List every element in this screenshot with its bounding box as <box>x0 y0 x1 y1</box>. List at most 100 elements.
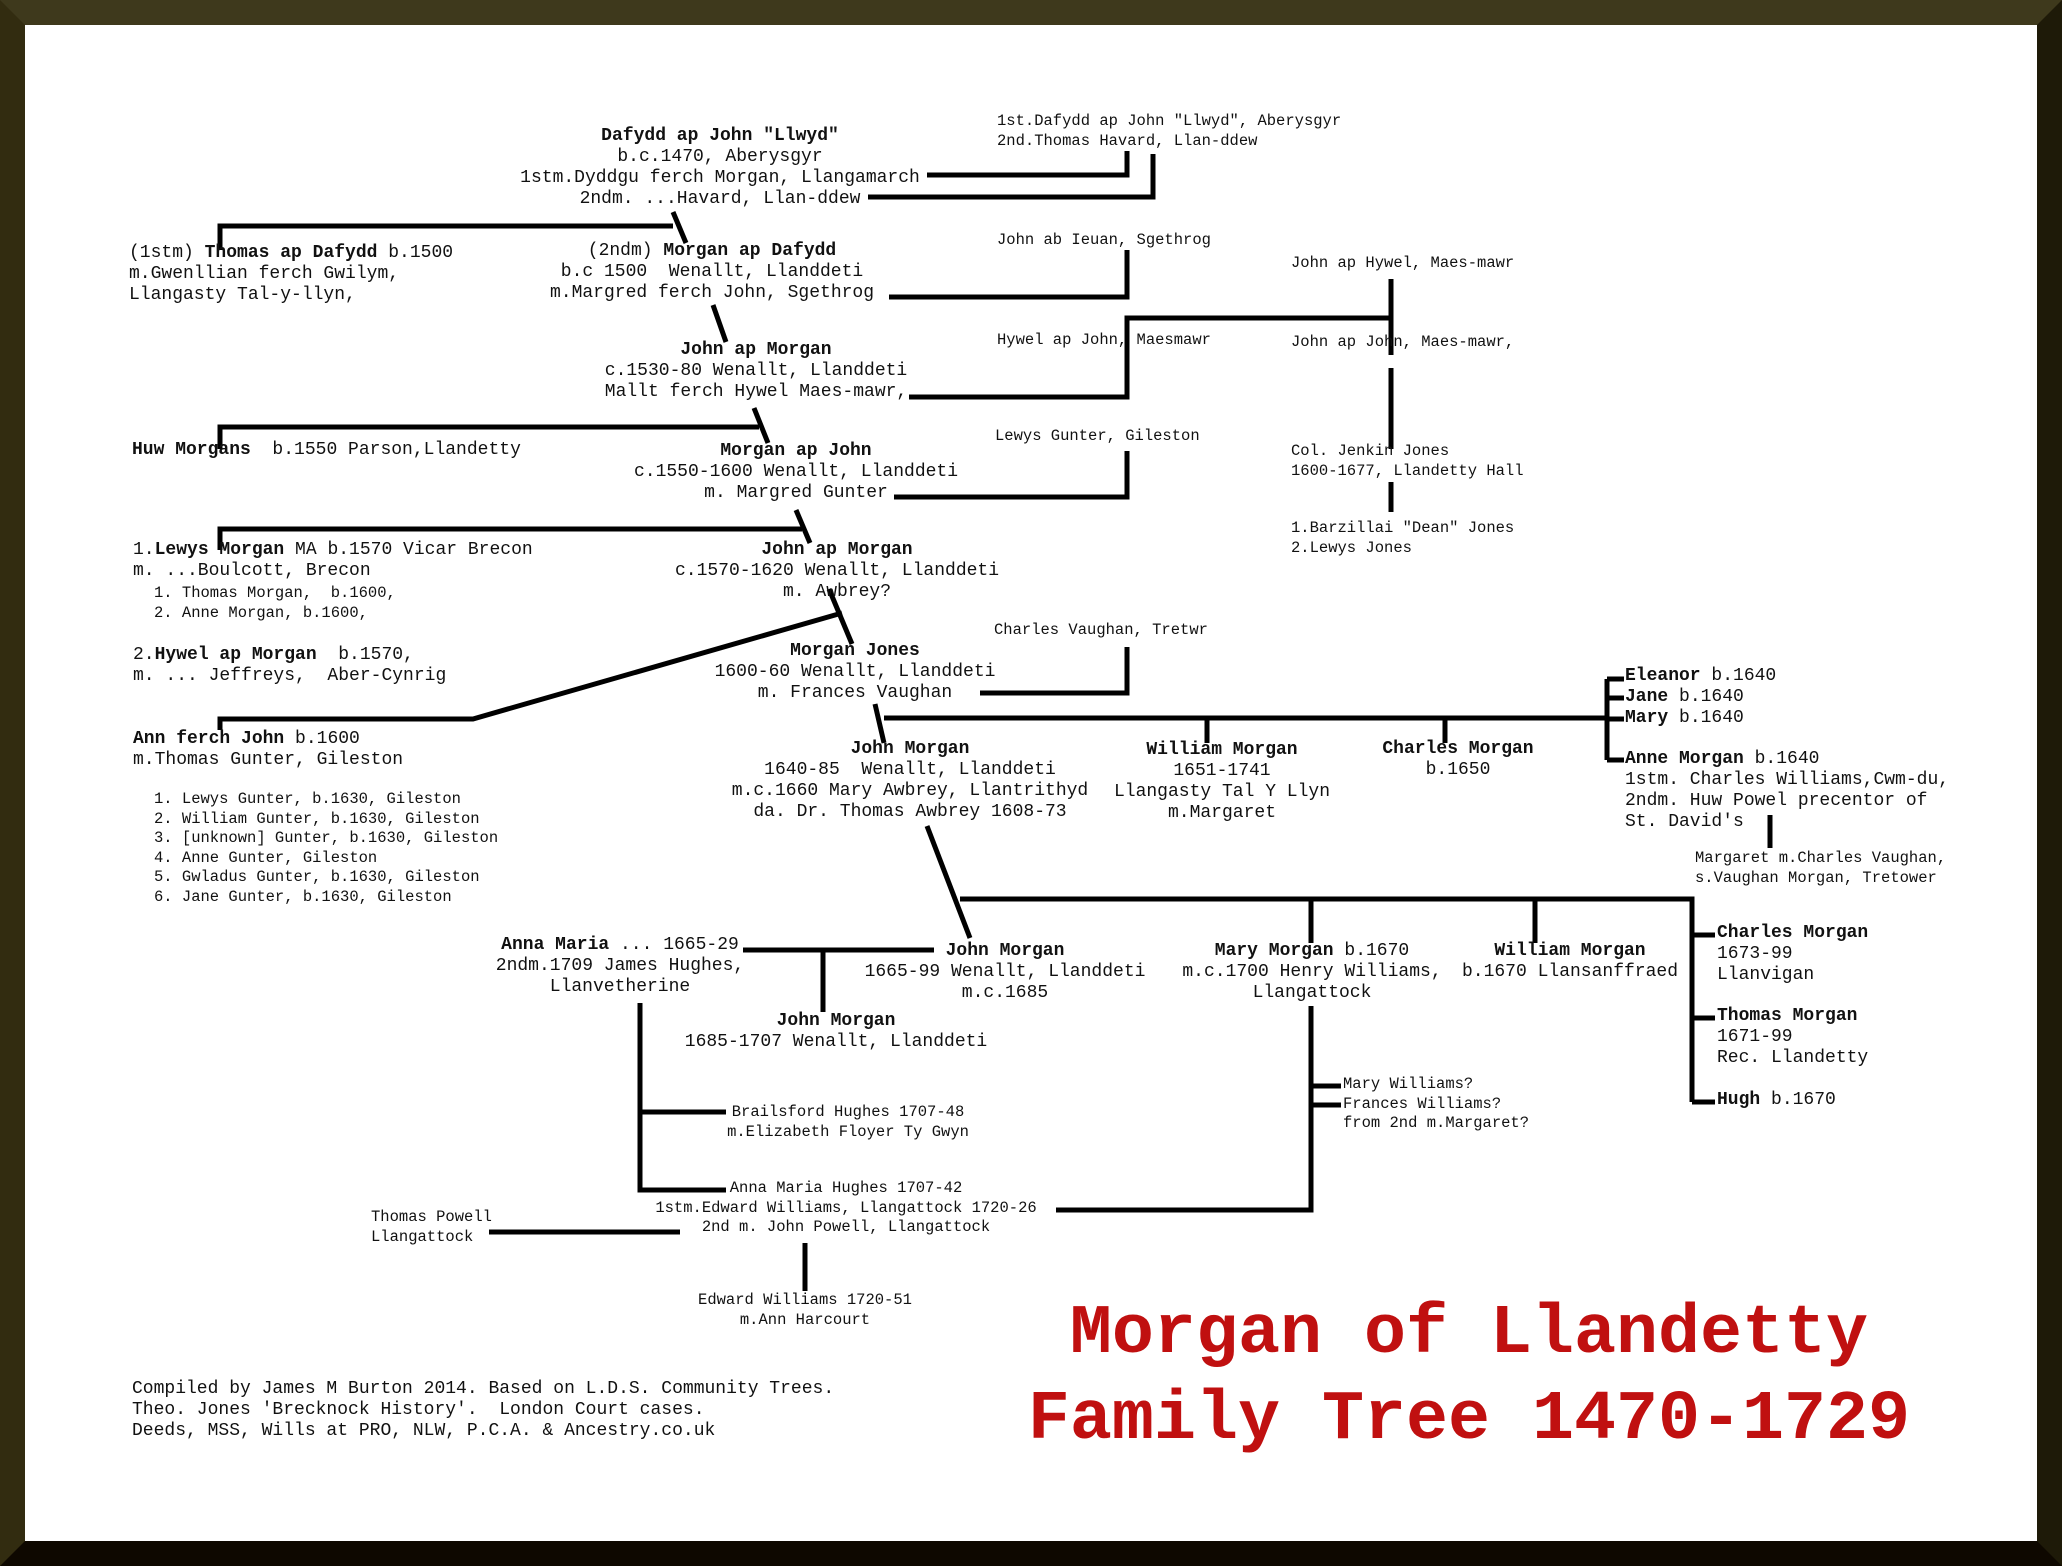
person-margaret-vaughan: Margaret m.Charles Vaughan,s.Vaughan Mor… <box>1695 849 1946 888</box>
connector-line <box>894 451 1130 500</box>
person-detail: m.c.1685 <box>961 983 1049 1003</box>
person-detail: 1673-99 <box>1717 944 1793 964</box>
person-name: John Morgan <box>945 941 1065 961</box>
person-name-line: William Morgan <box>1462 941 1678 962</box>
person-name: 1st.Dafydd ap John "Llwyd", Aberysgyr <box>997 112 1342 130</box>
person-detail: m.Gwenllian ferch Gwilym, <box>129 264 400 284</box>
person-name-line: Hugh b.1670 <box>1717 1090 1836 1111</box>
person-name: Mary <box>1625 708 1669 728</box>
person-lewys-gunter: Lewys Gunter, Gileston <box>995 427 1200 447</box>
connector-line <box>217 424 759 449</box>
connector-line <box>710 304 729 343</box>
title-line-2: Family Tree 1470-1729 <box>1027 1381 1911 1460</box>
person-name-line: Anna Maria ... 1665-29 <box>496 935 744 956</box>
person-note: b.1640 <box>1743 749 1820 769</box>
person-name-line: Charles Morgan <box>1717 923 1868 944</box>
person-john-ap-hywel: John ap Hywel, Maes-mawr <box>1291 254 1514 274</box>
connector-line <box>927 151 1130 178</box>
person-detail: 1stm.Edward Williams, Llangattock 1720-2… <box>655 1198 1037 1217</box>
person-detail: 1stm. Charles Williams,Cwm-du, <box>1625 770 1950 790</box>
person-name: Col. Jenkin Jones <box>1291 442 1450 460</box>
person-detail: from 2nd m.Margaret? <box>1343 1114 1530 1132</box>
person-detail: s.Vaughan Morgan, Tretower <box>1695 868 1937 887</box>
person-note: b.1550 Parson,Llandetty <box>250 440 521 460</box>
person-hugh: Hugh b.1670 <box>1717 1090 1836 1111</box>
person-name-line: Morgan ap John <box>634 441 958 462</box>
person-note: b.1640 <box>1668 708 1744 728</box>
person-detail: b.c 1500 Wenallt, Llanddeti <box>560 262 864 282</box>
person-dafydd-ap-john: Dafydd ap John "Llwyd"b.c.1470, Aberysgy… <box>520 126 920 210</box>
person-detail: Llangasty Tal-y-llyn, <box>129 285 356 305</box>
person-detail: 1665-99 Wenallt, Llanddeti <box>864 962 1146 982</box>
person-detail: Llanvigan <box>1717 965 1815 985</box>
person-name: Lewys Gunter, Gileston <box>995 427 1200 445</box>
connector-line <box>872 703 887 744</box>
connector-line <box>217 610 843 730</box>
person-detail: m.Thomas Gunter, Gileston <box>133 750 404 770</box>
person-name-line: William Morgan <box>1114 740 1330 761</box>
person-mary: Mary b.1640 <box>1625 708 1744 729</box>
person-williams-children: Mary Williams?Frances Williams?from 2nd … <box>1343 1075 1529 1134</box>
person-detail: Llangattock <box>1252 983 1372 1003</box>
person-note: ... 1665-29 <box>609 935 739 955</box>
person-name: John Morgan <box>776 1011 896 1031</box>
connector-line <box>980 647 1130 696</box>
person-detail: 2ndm.1709 James Hughes, <box>495 956 745 976</box>
person-huw-morgans: Huw Morgans b.1550 Parson,Llandetty <box>132 440 521 461</box>
person-detail: Llangasty Tal Y Llyn <box>1113 782 1331 802</box>
person-name-line: Thomas Morgan <box>1717 1006 1868 1027</box>
person-name: Edward Williams 1720-51 <box>698 1291 912 1309</box>
person-lewys-children: 1. Thomas Morgan, b.1600,2. Anne Morgan,… <box>154 584 396 623</box>
person-name: Ann ferch John <box>133 729 285 749</box>
person-name: Hywel ap Morgan <box>154 645 317 665</box>
person-detail: St. David's <box>1625 812 1744 832</box>
person-note: b.1500 <box>377 243 454 263</box>
person-detail: m. ...Boulcott, Brecon <box>133 561 371 581</box>
person-detail: m. Frances Vaughan <box>757 683 953 703</box>
person-detail: m.c.1660 Mary Awbrey, Llantrithyd <box>731 781 1089 801</box>
person-name-line: John Morgan <box>865 941 1146 962</box>
person-detail: 1stm.Dyddgu ferch Morgan, Llangamarch <box>520 168 920 188</box>
person-detail: m. Awbrey? <box>782 582 892 602</box>
person-detail: 1600-1677, Llandetty Hall <box>1291 461 1524 480</box>
person-name: 1. Thomas Morgan, b.1600, <box>154 584 396 602</box>
person-detail: 1671-99 <box>1717 1027 1793 1047</box>
person-detail: m.Ann Harcourt <box>739 1310 871 1329</box>
person-detail: 2ndm. ...Havard, Llan-ddew <box>579 189 861 209</box>
person-name: Thomas Morgan <box>1717 1006 1858 1026</box>
person-name-line: John ap Morgan <box>605 340 907 361</box>
person-name: Morgan ap John <box>720 441 872 461</box>
person-detail: Rec. Llandetty <box>1717 1048 1869 1068</box>
person-name-line: 2.Hywel ap Morgan b.1570, <box>133 645 446 666</box>
person-name-line: Eleanor b.1640 <box>1625 666 1776 687</box>
person-note: MA b.1570 Vicar Brecon <box>284 540 533 560</box>
person-name-line: Dafydd ap John "Llwyd" <box>520 126 920 147</box>
person-name: Thomas Powell <box>371 1208 492 1226</box>
person-name: Thomas ap Dafydd <box>204 243 378 263</box>
person-name: William Morgan <box>1146 740 1298 760</box>
person-detail: Llangattock <box>371 1227 474 1246</box>
person-detail: 2ndm. Huw Powel precentor of <box>1625 791 1928 811</box>
person-note: b.1640 <box>1700 666 1777 686</box>
person-name-line: John Morgan <box>732 739 1088 760</box>
person-name: John ap John, Maes-mawr, <box>1291 333 1515 351</box>
person-name: John ap Morgan <box>680 340 832 360</box>
person-detail: Mallt ferch Hywel Maes-mawr, <box>604 382 908 402</box>
person-name-line: 1.Lewys Morgan MA b.1570 Vicar Brecon <box>133 540 533 561</box>
person-name: John Morgan <box>850 739 970 759</box>
person-detail: m.Margaret <box>1167 803 1277 823</box>
person-detail: m.c.1700 Henry Williams, <box>1182 962 1442 982</box>
person-detail: 2.Lewys Jones <box>1291 538 1412 557</box>
person-hywel-ap-morgan: 2.Hywel ap Morgan b.1570,m. ... Jeffreys… <box>133 645 446 687</box>
